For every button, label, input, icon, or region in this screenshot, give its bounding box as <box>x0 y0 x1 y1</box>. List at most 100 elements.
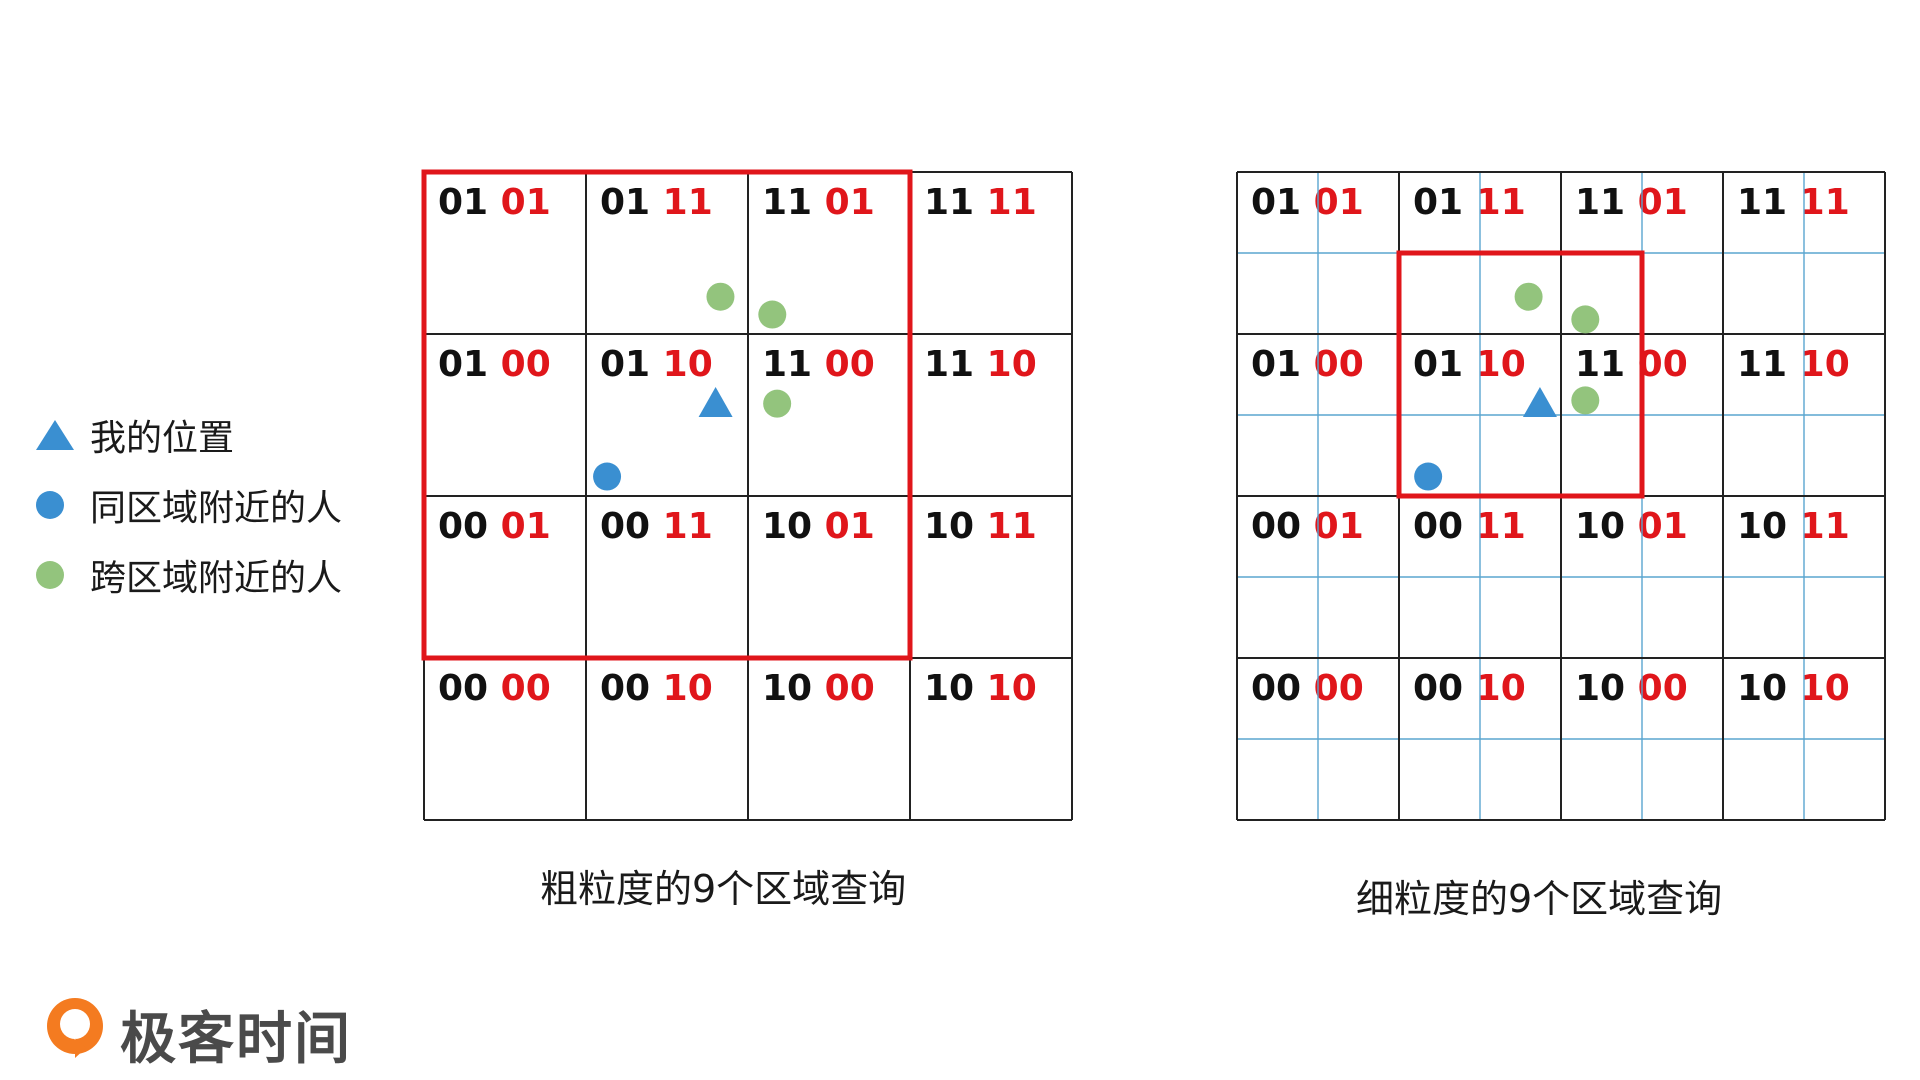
cross-area-person-marker <box>1571 305 1600 334</box>
cell-code-label: 10 10 <box>924 668 1037 709</box>
grid-cell: 11 00 <box>1561 334 1723 496</box>
cell-code-low: 01 <box>500 182 551 223</box>
cell-code-label: 10 00 <box>762 668 875 709</box>
cell-code-high: 00 <box>600 506 663 547</box>
cell-code-high: 00 <box>600 668 663 709</box>
grid-cell: 01 00 <box>1237 334 1399 496</box>
cell-code-label: 11 00 <box>762 344 875 385</box>
grid-cell: 01 01 <box>1237 172 1399 334</box>
cell-code-high: 10 <box>1737 506 1800 547</box>
cell-code-high: 01 <box>1251 344 1314 385</box>
cell-code-high: 01 <box>1251 182 1314 223</box>
blue-circle-icon <box>36 491 64 519</box>
cell-code-high: 10 <box>1575 668 1638 709</box>
cell-code-high: 11 <box>762 344 825 385</box>
cell-code-label: 00 00 <box>1251 668 1364 709</box>
cross-area-person-marker <box>1514 282 1543 311</box>
cell-code-label: 01 01 <box>438 182 551 223</box>
cell-code-low: 10 <box>1475 344 1526 385</box>
cell-code-label: 01 00 <box>438 344 551 385</box>
cell-code-label: 11 01 <box>762 182 875 223</box>
cell-code-low: 00 <box>500 668 551 709</box>
cell-code-high: 11 <box>762 182 825 223</box>
grid-cell: 00 11 <box>586 496 748 658</box>
cell-code-low: 00 <box>1313 668 1364 709</box>
cell-code-label: 00 10 <box>600 668 713 709</box>
cell-code-high: 00 <box>438 506 501 547</box>
cell-code-label: 01 10 <box>600 344 713 385</box>
grid-cell: 10 01 <box>1561 496 1723 658</box>
grid-cell: 11 10 <box>910 334 1072 496</box>
cell-code-high: 01 <box>1413 182 1476 223</box>
grid-cell: 10 01 <box>748 496 910 658</box>
cell-code-label: 11 11 <box>1737 182 1850 223</box>
cell-code-label: 10 11 <box>924 506 1037 547</box>
grid-cell: 11 11 <box>1723 172 1885 334</box>
cell-code-high: 10 <box>762 506 825 547</box>
cell-code-label: 11 11 <box>924 182 1037 223</box>
grid-cell: 01 01 <box>424 172 586 334</box>
cell-code-low: 11 <box>662 506 713 547</box>
same-area-person-marker <box>1414 462 1443 491</box>
cell-code-label: 10 10 <box>1737 668 1850 709</box>
legend-item-same-area: 同区域附近的人 <box>30 470 390 540</box>
grid-cell: 11 00 <box>748 334 910 496</box>
cell-code-high: 10 <box>1575 506 1638 547</box>
grid-cell: 10 11 <box>1723 496 1885 658</box>
cross-area-person-marker <box>763 389 792 418</box>
legend-item-my-position: 我的位置 <box>30 400 390 470</box>
cell-code-label: 01 00 <box>1251 344 1364 385</box>
cell-code-high: 00 <box>438 668 501 709</box>
cross-area-person-marker <box>758 300 787 329</box>
cell-code-low: 10 <box>986 344 1037 385</box>
cell-code-high: 01 <box>600 344 663 385</box>
my-position-marker <box>1522 387 1557 418</box>
cell-code-label: 00 01 <box>1251 506 1364 547</box>
cell-code-low: 11 <box>986 182 1037 223</box>
cross-area-person-marker <box>1571 386 1600 415</box>
cell-code-low: 10 <box>1475 668 1526 709</box>
cell-code-low: 00 <box>1637 344 1688 385</box>
grid-cell: 11 11 <box>910 172 1072 334</box>
cell-code-low: 00 <box>824 668 875 709</box>
cell-code-label: 01 11 <box>600 182 713 223</box>
coarse-grid-overlay <box>421 169 1073 821</box>
cell-code-high: 11 <box>1737 344 1800 385</box>
legend-item-cross-area: 跨区域附近的人 <box>30 540 390 610</box>
coarse-grid-caption: 粗粒度的9个区域查询 <box>540 867 907 911</box>
legend-label: 同区域附近的人 <box>90 488 343 529</box>
grid-cell: 00 10 <box>1399 658 1561 820</box>
grid-cell: 00 01 <box>424 496 586 658</box>
cell-code-high: 11 <box>924 182 987 223</box>
cell-code-high: 01 <box>1413 344 1476 385</box>
cross-area-person-marker <box>706 282 735 311</box>
cell-code-low: 00 <box>1313 344 1364 385</box>
green-circle-icon <box>36 561 64 589</box>
cell-code-high: 00 <box>1413 506 1476 547</box>
cell-code-label: 11 10 <box>1737 344 1850 385</box>
cell-code-high: 01 <box>438 182 501 223</box>
cell-code-label: 01 11 <box>1413 182 1526 223</box>
fine-grid-caption: 细粒度的9个区域查询 <box>1356 877 1723 921</box>
query-region-box <box>421 169 913 661</box>
cell-code-label: 11 10 <box>924 344 1037 385</box>
cell-code-high: 11 <box>924 344 987 385</box>
query-region-box <box>1396 250 1645 499</box>
cell-code-label: 00 11 <box>600 506 713 547</box>
grid-cell: 11 10 <box>1723 334 1885 496</box>
cell-code-high: 00 <box>1413 668 1476 709</box>
grid-cell: 01 00 <box>424 334 586 496</box>
cell-code-low: 01 <box>1313 506 1364 547</box>
grid-cell: 01 11 <box>586 172 748 334</box>
cell-code-high: 01 <box>600 182 663 223</box>
cell-code-low: 11 <box>986 506 1037 547</box>
cell-code-low: 01 <box>824 506 875 547</box>
cell-code-label: 10 11 <box>1737 506 1850 547</box>
cell-code-low: 01 <box>1637 506 1688 547</box>
cell-code-low: 10 <box>662 668 713 709</box>
grid-cell: 10 00 <box>748 658 910 820</box>
cell-code-low: 10 <box>662 344 713 385</box>
logo-text: 极客时间 <box>120 1007 352 1072</box>
grid-cell: 10 00 <box>1561 658 1723 820</box>
